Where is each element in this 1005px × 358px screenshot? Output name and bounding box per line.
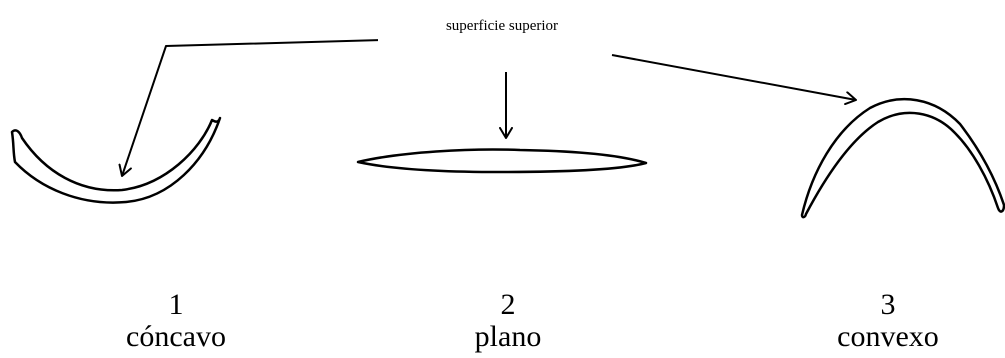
arrow-convex	[611, 54, 857, 106]
flat-name: plano	[474, 320, 542, 353]
flat-caption: 2 plano	[408, 289, 608, 353]
convex-name: convexo	[837, 320, 939, 353]
leader-line-concave	[118, 39, 385, 177]
concave-caption: 1 cóncavo	[76, 289, 276, 353]
top-surface-label: superficie superior	[378, 6, 626, 46]
flat-shape	[356, 148, 648, 174]
flat-number: 2	[500, 288, 516, 321]
concave-name: cóncavo	[126, 320, 226, 353]
convex-number: 3	[880, 288, 896, 321]
convex-caption: 3 convexo	[788, 289, 988, 353]
convex-shape	[800, 97, 1005, 219]
concave-number: 1	[168, 288, 184, 321]
concave-shape	[10, 116, 222, 204]
